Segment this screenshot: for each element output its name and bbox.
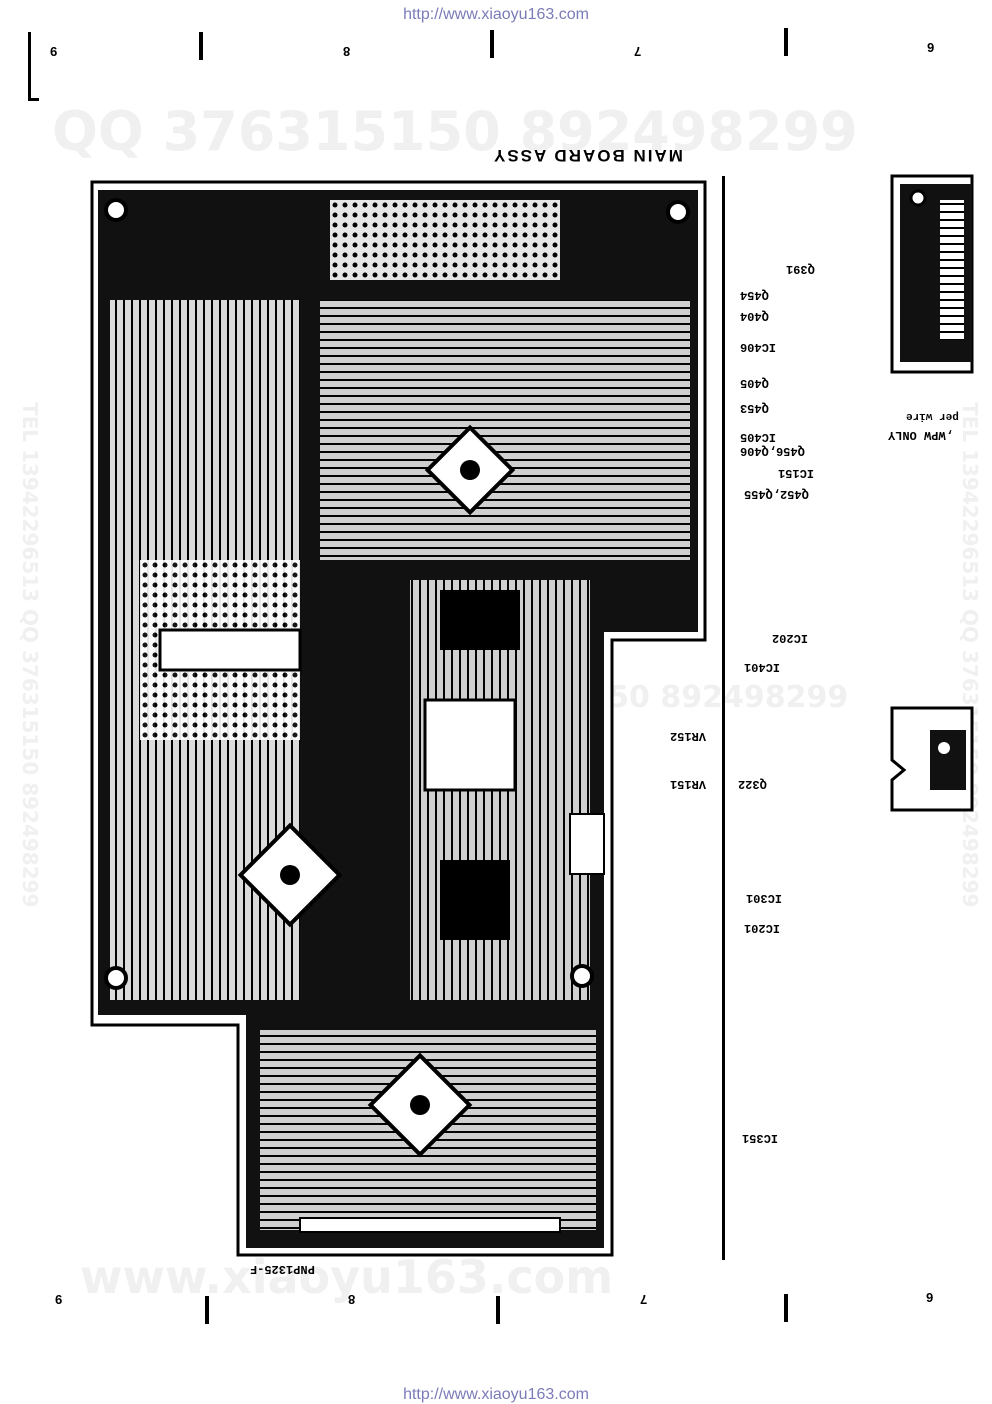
ic-chip-3 [440, 860, 510, 940]
part-number: PNP1325-F [250, 1262, 315, 1276]
label-ic406: IC406 [740, 340, 777, 354]
tick-bottom-1 [205, 1296, 209, 1324]
ic-chip-1 [440, 590, 520, 650]
label-q456-q406: Q456,Q406 [740, 444, 805, 458]
zone-bottom-6: 6 [926, 1290, 934, 1305]
crop-mark [28, 32, 39, 101]
zone-bottom-9: 9 [55, 1292, 63, 1307]
ic-chip-4 [423, 698, 517, 792]
tick-bottom-3 [784, 1294, 788, 1322]
divider-line [722, 176, 725, 1260]
label-q453: Q453 [740, 401, 769, 415]
ic-diamond-3 [367, 1052, 473, 1158]
tick-top-3 [784, 28, 788, 56]
tick-bottom-2 [496, 1296, 500, 1324]
label-q404: Q404 [740, 309, 769, 323]
label-ic351: IC351 [742, 1131, 779, 1145]
mount-hole-1 [104, 198, 128, 222]
ic-diamond-2 [237, 822, 343, 928]
mount-hole-4 [570, 964, 594, 988]
zone-bottom-8: 8 [348, 1292, 356, 1307]
mount-hole-2 [666, 200, 690, 224]
label-q452-q455: Q452,Q455 [744, 487, 809, 501]
mount-hole-3 [104, 966, 128, 990]
trace-region-top [320, 300, 690, 560]
note-jumper-wire: per wire [906, 410, 959, 422]
tick-top-2 [490, 30, 494, 58]
header-url[interactable]: http://www.xiaoyu163.com [403, 6, 589, 23]
label-ic201: IC201 [744, 921, 781, 935]
label-q322: Q322 [738, 777, 767, 791]
label-vr152: VR152 [670, 729, 707, 743]
label-q454: Q454 [740, 288, 769, 302]
connector-side [569, 813, 605, 875]
label-ic301: IC301 [746, 891, 783, 905]
label-vr151: VR151 [670, 777, 707, 791]
note-model-only: ,WPW ONLY [888, 428, 953, 442]
tick-top-1 [199, 32, 203, 60]
via-field-2 [330, 200, 560, 280]
watermark-bottom: www.xiaoyu163.com [80, 1250, 614, 1304]
label-ic151: IC151 [778, 466, 815, 480]
connector-bottom [299, 1217, 561, 1233]
label-q391: Q391 [786, 262, 815, 276]
ic-chip-2 [158, 628, 302, 672]
label-q405: Q405 [740, 376, 769, 390]
label-ic405: IC405 [740, 430, 777, 444]
watermark-top: QQ 376315150 892498299 [52, 100, 858, 163]
label-ic401: IC401 [744, 660, 781, 674]
footer-url[interactable]: http://www.xiaoyu163.com [403, 1386, 589, 1403]
label-ic202: IC202 [772, 631, 809, 645]
ic-diamond-1 [424, 424, 516, 516]
zone-bottom-7: 7 [640, 1292, 648, 1307]
